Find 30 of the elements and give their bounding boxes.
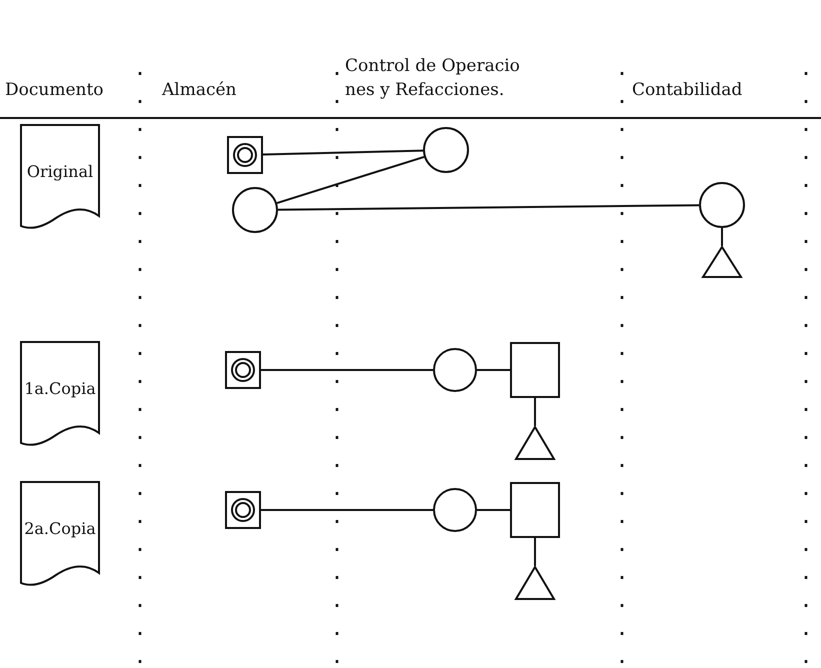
column-heading: Documento [5,79,105,102]
connector-line [721,228,723,246]
square-symbol [510,482,560,538]
square-symbol [510,342,560,398]
triangle-symbol [515,426,555,460]
concentric-circle-square-symbol [227,136,263,174]
concentric-circle-square-symbol [225,491,261,529]
circle-symbol [433,348,477,392]
connector-line [477,509,510,511]
triangle-symbol [515,566,555,600]
circle-symbol [423,127,469,173]
column-heading: Contabilidad [632,79,744,102]
connector-line [477,369,510,371]
connector-line [261,509,433,511]
circle-symbol [433,488,477,532]
connector-line [262,150,424,156]
circle-symbol [699,182,745,228]
connector-line [261,369,433,371]
connector-line [534,398,536,426]
document-shape: 1a.Copia [20,341,100,449]
connector-line [278,204,700,211]
connector-line [534,538,536,566]
column-heading: Control de Operacio nes y Refacciones. [345,55,521,102]
concentric-circle-square-symbol [225,351,261,389]
circle-symbol [232,187,278,233]
document-shape: 2a.Copia [20,481,100,589]
document-shape: Original [20,124,100,232]
triangle-symbol [702,246,742,278]
connector-line [276,156,424,204]
column-heading: Almacén [162,79,238,102]
